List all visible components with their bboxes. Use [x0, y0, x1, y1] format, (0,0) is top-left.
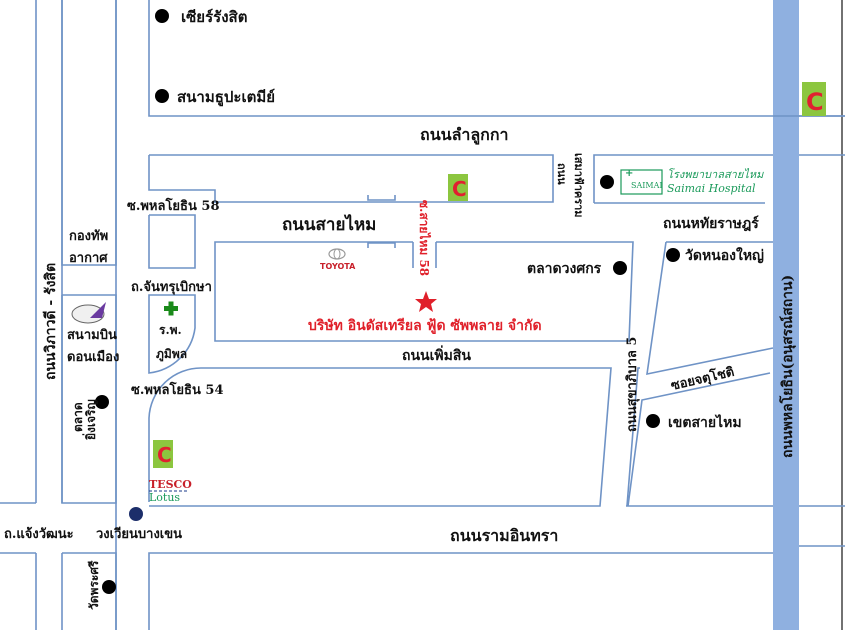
label-toyota: TOYOTA [320, 262, 356, 271]
hospital-cross-icon [164, 301, 178, 316]
label-sai-mai-road: ถนนสายไหม [282, 214, 376, 235]
label-market-wongsakorn: ตลาดวงศกร [527, 261, 602, 277]
toyota-logo-icon [328, 248, 346, 260]
bigc-logo-icon: C [448, 174, 468, 201]
label-saimai-logo: SAIMAI [631, 181, 663, 190]
block-wat [62, 552, 117, 630]
label-saimai-en: Saimai Hospital [667, 182, 756, 195]
marker-dot [613, 261, 627, 275]
block-bigc [148, 154, 554, 203]
marker-dot [600, 175, 614, 189]
road-marker [367, 242, 396, 248]
block-airport [61, 294, 117, 504]
marker-dot [155, 89, 169, 103]
label-sukhaphiban5: ถนนสุขาภิบาล 5 [625, 337, 640, 432]
marker-dot [95, 395, 109, 409]
highway-band [773, 0, 799, 630]
block-hospital [148, 294, 196, 374]
label-phahon-58: ซ.พหลโยธิน 58 [127, 197, 220, 214]
block-tesco [148, 367, 612, 507]
label-soi-sai-mai-58: ซ.สายไหม 58 [417, 200, 432, 276]
label-ram-inthra: ถนนรามอินทรา [450, 526, 558, 545]
label-destination: บริษัท อินดัสเทรียล ฟู้ด ซัพพลาย จำกัด [308, 318, 542, 334]
block-saimai-hospital [593, 154, 773, 203]
road-edge [626, 367, 640, 507]
label-small-road-a: ถนน [555, 163, 568, 185]
star-icon [415, 291, 437, 312]
label-airport-2: ดอนเมือง [67, 349, 119, 365]
label-market-2: ยิ่งเจริญ [82, 399, 98, 440]
label-wat-phra-si: วัดพระศรี [87, 560, 101, 610]
block-wat-nong-yai [646, 241, 774, 376]
label-air-force-1: กองทัพ [69, 229, 108, 244]
block-khet-sai-mai [627, 372, 771, 507]
bigc-logo-icon: C [802, 82, 826, 116]
label-airport-1: สนามบิน [67, 328, 117, 343]
label-lam-luk-ka: ถนนลำลูกกา [420, 125, 509, 146]
label-phahon-54: ซ.พหลโยธิน 54 [131, 381, 224, 398]
label-vibhavadi: ถนนวิภาวดี - รังสิต [43, 263, 59, 380]
label-stadium: สนามธูปะเตมีย์ [177, 88, 275, 107]
road-marker [367, 195, 396, 201]
block-air-force [61, 0, 117, 266]
block-zeer [148, 0, 845, 117]
label-tesco: TESCO [149, 478, 192, 491]
block-bottom [148, 552, 773, 630]
label-khet-sai-mai: เขตสายไหม [668, 413, 742, 431]
label-small-road-b: เสมาฟ้าคราม [572, 153, 585, 218]
label-saimai-th: โรงพยาบาลสายไหม [667, 168, 764, 181]
svg-text:C: C [157, 443, 172, 467]
svg-text:C: C [452, 177, 467, 201]
label-market-1: ตลาด [71, 402, 85, 432]
block-main [214, 241, 634, 342]
label-chan-bhikkhu: ถ.จันทรุเบิกษา [131, 280, 212, 295]
label-hospital-1: ร.พ. [159, 323, 182, 337]
marker-dot [666, 248, 680, 262]
svg-text:C: C [806, 88, 824, 116]
block-small [148, 214, 196, 269]
saimai-logo-icon [620, 169, 663, 195]
marker-dot [155, 9, 169, 23]
label-chaeng-watthana: ถ.แจ้งวัฒนะ [4, 526, 74, 542]
saimai-cross-icon: + [625, 168, 633, 179]
bang-khen-circle-marker [129, 507, 143, 521]
marker-dot [102, 580, 116, 594]
bigc-logo-icon: C [153, 440, 173, 468]
marker-dot [646, 414, 660, 428]
label-zeer: เซียร์รังสิต [181, 8, 247, 26]
label-bang-khen-circle: วงเวียนบางเขน [96, 526, 182, 542]
label-hospital-2: ภูมิพล [156, 347, 187, 362]
label-phoem-sin: ถนนเพิ่มสิน [402, 345, 471, 364]
label-air-force-2: อากาศ [69, 251, 108, 266]
label-lotus: Lotus [149, 491, 180, 504]
label-wat-nong-yai: วัดหนองใหญ่ [685, 246, 764, 264]
label-highway: ถนนพหลโยธิน(อนุสรณ์สถาน) [778, 275, 796, 458]
airplane-icon [71, 302, 106, 324]
label-hathairat: ถนนหทัยราษฎร์ [663, 215, 759, 232]
